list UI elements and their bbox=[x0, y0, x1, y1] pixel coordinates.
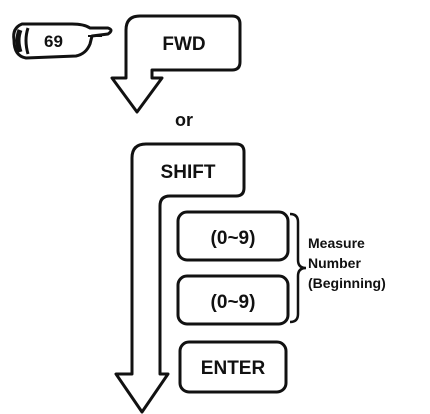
measure-number-bracket bbox=[289, 212, 307, 324]
or-label: or bbox=[175, 110, 193, 130]
digit-key-first-label: (0~9) bbox=[211, 228, 256, 249]
shift-arrow bbox=[114, 142, 246, 414]
enter-key-label: ENTER bbox=[201, 358, 266, 379]
step-number: 69 bbox=[44, 32, 63, 51]
bracket-note-line2: Number bbox=[308, 255, 361, 271]
enter-key bbox=[178, 340, 288, 394]
digit-key-second-label: (0~9) bbox=[211, 292, 256, 313]
bracket-note-line1: Measure bbox=[308, 235, 365, 251]
bracket-note-line3: (Beginning) bbox=[308, 275, 386, 291]
shift-key-label: SHIFT bbox=[161, 162, 216, 183]
fwd-key-label: FWD bbox=[162, 34, 205, 55]
pointing-hand-icon bbox=[12, 22, 113, 60]
fwd-arrow bbox=[110, 14, 242, 114]
digit-key-second bbox=[176, 274, 290, 326]
digit-key-first bbox=[176, 210, 290, 262]
